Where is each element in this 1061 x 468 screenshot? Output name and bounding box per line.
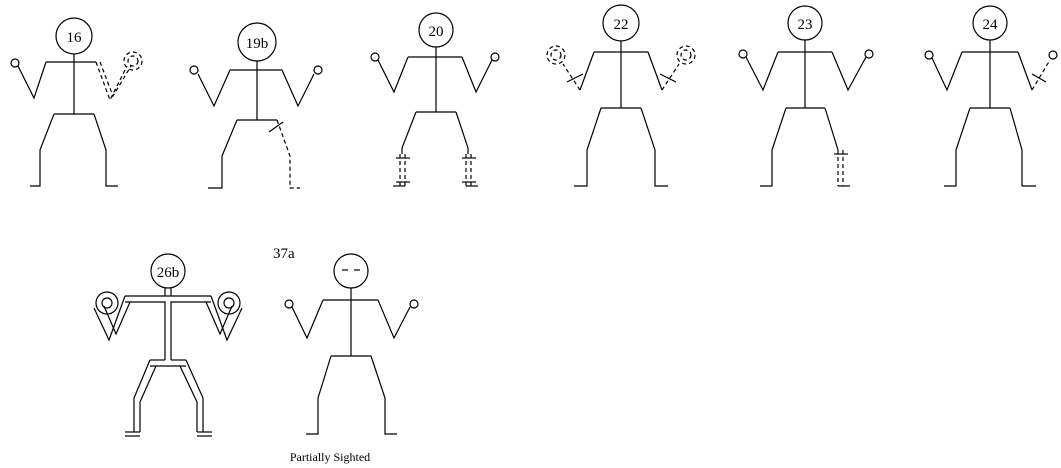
- figure-20-label: 20: [429, 24, 444, 40]
- figure-37a-label: 37a: [273, 246, 295, 262]
- figure-23: 23: [738, 5, 874, 187]
- figure-19b-label: 19b: [246, 36, 269, 52]
- figure-26b: 26b: [93, 253, 243, 437]
- figure-22: 22: [546, 4, 696, 187]
- figure-19b: 19b: [189, 22, 323, 189]
- figure-23-label: 23: [798, 17, 813, 33]
- figure-37a-caption: Partially Sighted: [290, 450, 370, 464]
- figure-16: 16: [10, 17, 143, 187]
- figure-16-label: 16: [67, 30, 83, 46]
- figure-20: 20: [370, 12, 500, 187]
- figure-37a: 37a Partially Sighted: [273, 246, 419, 464]
- figure-24-label: 24: [983, 17, 999, 33]
- figure-24: 24: [924, 5, 1058, 187]
- figure-26b-label: 26b: [157, 265, 180, 281]
- figure-22-label: 22: [614, 17, 629, 33]
